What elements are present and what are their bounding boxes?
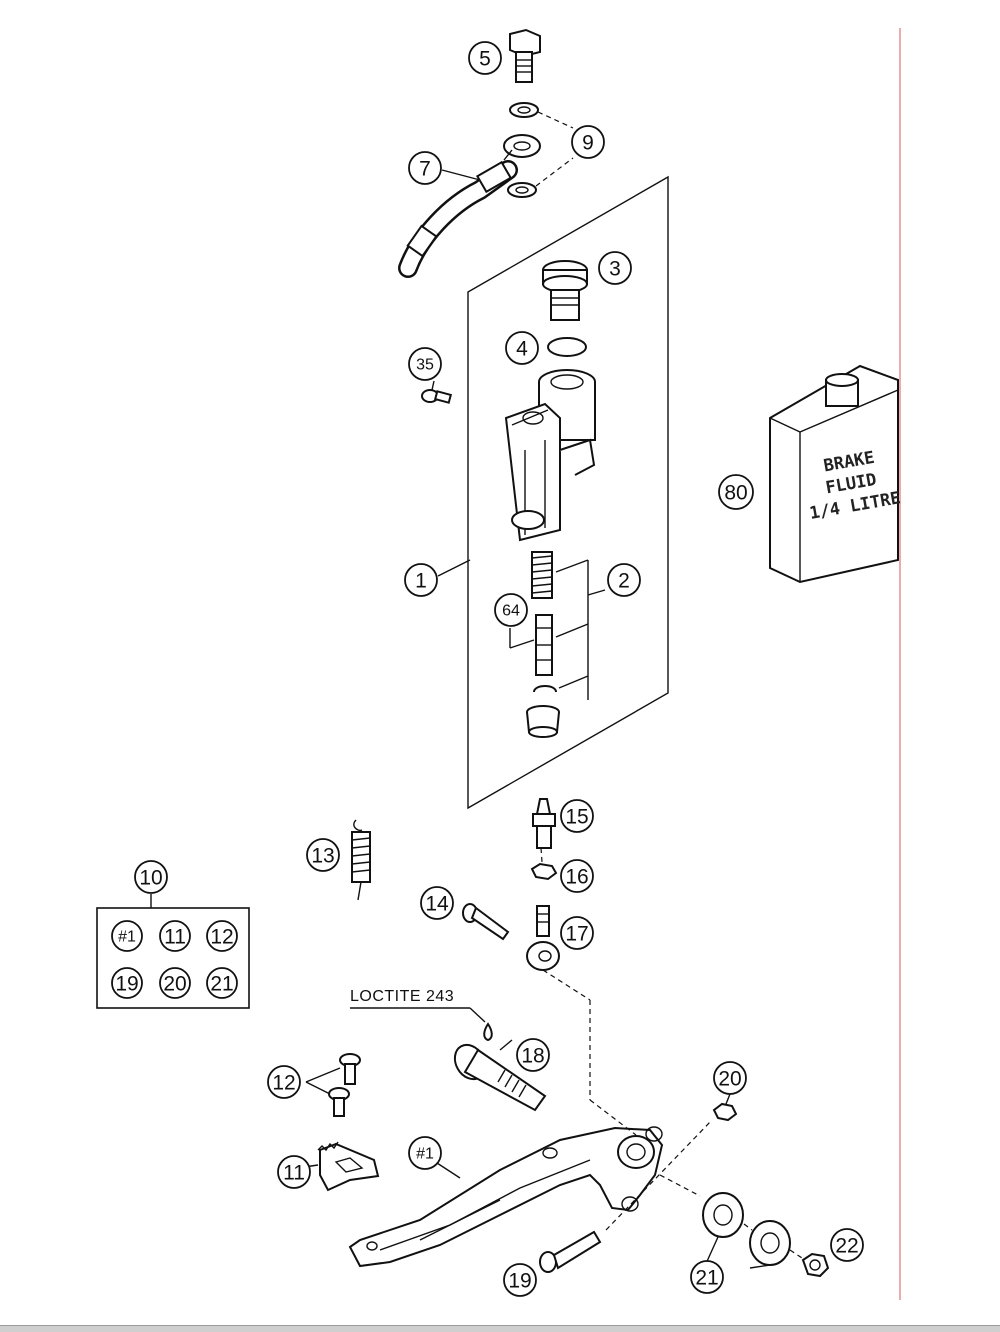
callout-1: 1 — [404, 563, 438, 597]
piston — [535, 614, 553, 676]
brake-fluid-can: BRAKE FLUID 1/4 LITRE — [769, 364, 902, 584]
o-ring — [547, 337, 587, 357]
callout-9: 9 — [571, 125, 605, 159]
svg-text:11: 11 — [283, 1162, 305, 1185]
callout-3: 3 — [598, 251, 632, 285]
loctite-note-graphic — [350, 1007, 493, 1042]
callout-11: 11 — [277, 1155, 311, 1189]
callout-hash1: #1 — [408, 1136, 442, 1170]
callout-22: 22 — [830, 1228, 864, 1262]
callout-21: 21 — [690, 1260, 724, 1294]
svg-text:19: 19 — [508, 1270, 531, 1293]
svg-text:16: 16 — [565, 866, 588, 889]
kit-item-6: 21 — [210, 973, 233, 996]
dust-boot — [526, 705, 560, 738]
rod-end — [526, 905, 560, 971]
svg-text:14: 14 — [425, 893, 449, 916]
brake-pedal-step — [317, 1141, 380, 1192]
svg-text:4: 4 — [516, 338, 528, 361]
callout-64: 64 — [494, 593, 528, 627]
svg-text:20: 20 — [718, 1068, 741, 1091]
svg-text:17: 17 — [565, 923, 588, 946]
svg-text:7: 7 — [419, 158, 431, 181]
svg-text:1: 1 — [415, 570, 427, 593]
svg-text:9: 9 — [582, 132, 594, 155]
svg-text:10: 10 — [139, 867, 162, 890]
master-cylinder-body — [504, 369, 596, 542]
master-cylinder-panel — [467, 175, 669, 810]
kit-item-2: 11 — [164, 926, 186, 949]
kit-box: #1 11 12 19 20 21 — [96, 894, 250, 1009]
push-rod — [532, 798, 556, 849]
assembly-lines — [540, 847, 803, 1259]
callout-14: 14 — [420, 886, 454, 920]
loctite-note: LOCTITE 243 — [350, 988, 454, 1005]
circlip — [533, 685, 557, 693]
callout-12: 12 — [267, 1065, 301, 1099]
brake-hose — [398, 134, 541, 278]
svg-text:2: 2 — [618, 570, 630, 593]
pivot-bolt — [453, 1043, 547, 1112]
svg-text:18: 18 — [521, 1045, 544, 1068]
svg-text:80: 80 — [724, 482, 747, 505]
footrest-screws — [305, 1053, 361, 1117]
svg-text:15: 15 — [565, 806, 588, 829]
callout-13: 13 — [306, 838, 340, 872]
pedal-nut — [712, 1102, 738, 1122]
svg-text:12: 12 — [272, 1072, 295, 1095]
svg-text:#1: #1 — [416, 1146, 434, 1163]
kit-item-5: 20 — [163, 973, 186, 996]
reservoir-cap — [542, 260, 588, 321]
pedal-bolt — [539, 1230, 602, 1273]
piston-kit — [509, 551, 606, 738]
callout-17: 17 — [560, 916, 594, 950]
callout-10: 10 — [134, 860, 168, 894]
svg-text:3: 3 — [609, 258, 621, 281]
svg-text:5: 5 — [479, 48, 491, 71]
callout-15: 15 — [560, 799, 594, 833]
callout-16: 16 — [560, 859, 594, 893]
tension-spring — [351, 819, 371, 901]
callout-19: 19 — [503, 1263, 537, 1297]
leader-lines — [283, 169, 771, 1269]
bottom-scroll-edge — [0, 1325, 1000, 1332]
pedal-bearings — [702, 1192, 791, 1266]
callout-20: 20 — [713, 1061, 747, 1095]
svg-text:22: 22 — [835, 1235, 858, 1258]
return-spring — [531, 551, 553, 599]
banjo-bolt — [509, 28, 541, 83]
brake-pedal — [348, 1126, 664, 1268]
callout-18: 18 — [516, 1038, 550, 1072]
svg-text:35: 35 — [416, 357, 434, 374]
callout-7: 7 — [408, 151, 442, 185]
callout-35: 35 — [408, 347, 442, 381]
svg-text:13: 13 — [311, 845, 334, 868]
adjusting-bolt — [462, 903, 510, 941]
kit-item-3: 12 — [210, 926, 233, 949]
flange-nut — [801, 1252, 830, 1278]
callout-4: 4 — [505, 331, 539, 365]
svg-text:21: 21 — [695, 1267, 718, 1290]
lock-nut — [530, 862, 558, 881]
sealing-rings — [507, 102, 574, 198]
kit-item-1: #1 — [118, 929, 136, 946]
callout-80: 80 — [718, 474, 754, 510]
callout-2: 2 — [607, 563, 641, 597]
callout-5: 5 — [468, 41, 502, 75]
small-screw — [421, 389, 453, 404]
svg-text:64: 64 — [502, 603, 520, 620]
kit-item-4: 19 — [115, 973, 138, 996]
